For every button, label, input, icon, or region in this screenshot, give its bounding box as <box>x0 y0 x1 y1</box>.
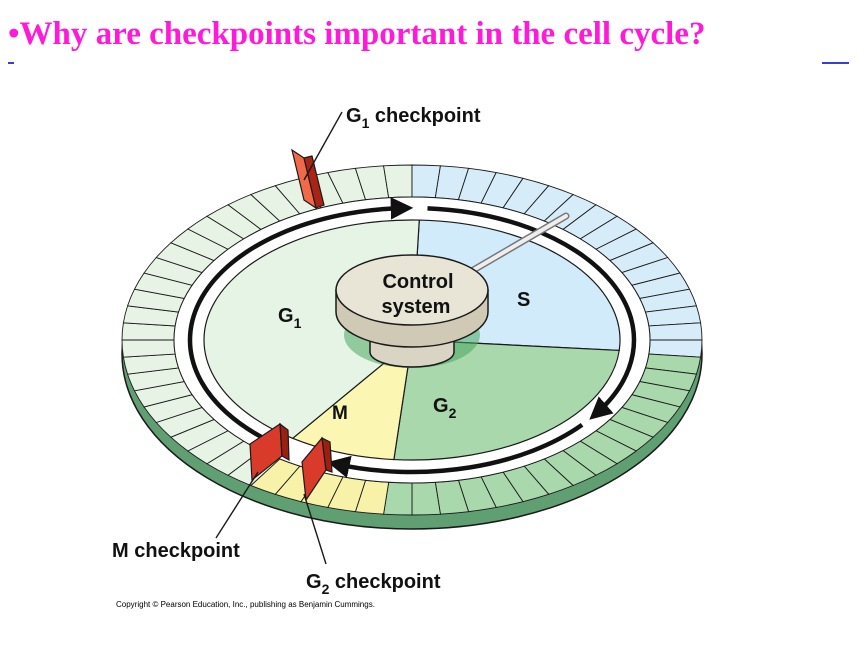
control-rod <box>466 212 570 276</box>
arrow-g2 <box>327 423 584 478</box>
g2-checkpoint-label: G2 checkpoint <box>306 571 441 597</box>
sector-g2 <box>393 339 620 461</box>
g2-checkpoint-gate <box>301 436 333 502</box>
arrow-g1 <box>187 197 414 444</box>
sector-m <box>291 338 413 461</box>
phase-label-m: M <box>332 403 348 424</box>
slide-title: •Why are checkpoints important in the ce… <box>8 16 706 52</box>
copyright-notice: Copyright © Pearson Education, Inc., pub… <box>116 600 375 609</box>
phase-label-g1: G1 <box>278 305 302 331</box>
control-label-line2: system <box>382 296 451 318</box>
ring-segment <box>648 322 703 341</box>
title-underline-right <box>822 62 849 64</box>
title-underline-left <box>8 62 14 64</box>
g1-checkpoint-label: G1 checkpoint <box>346 105 481 131</box>
ring-segment <box>383 164 413 199</box>
control-label-line1: Control <box>382 271 453 293</box>
checkpoint-leaders <box>215 111 343 565</box>
phase-label-g2: G2 <box>433 395 457 421</box>
m-checkpoint-gate <box>249 422 290 482</box>
cycle-arrows <box>187 197 637 478</box>
ring-segment <box>411 481 441 516</box>
control-system-hub: Control system <box>335 254 489 368</box>
phase-label-s: S <box>517 289 530 311</box>
m-checkpoint-label: M checkpoint <box>112 540 240 562</box>
arrow-s <box>427 206 637 420</box>
ring-segment <box>121 339 176 358</box>
